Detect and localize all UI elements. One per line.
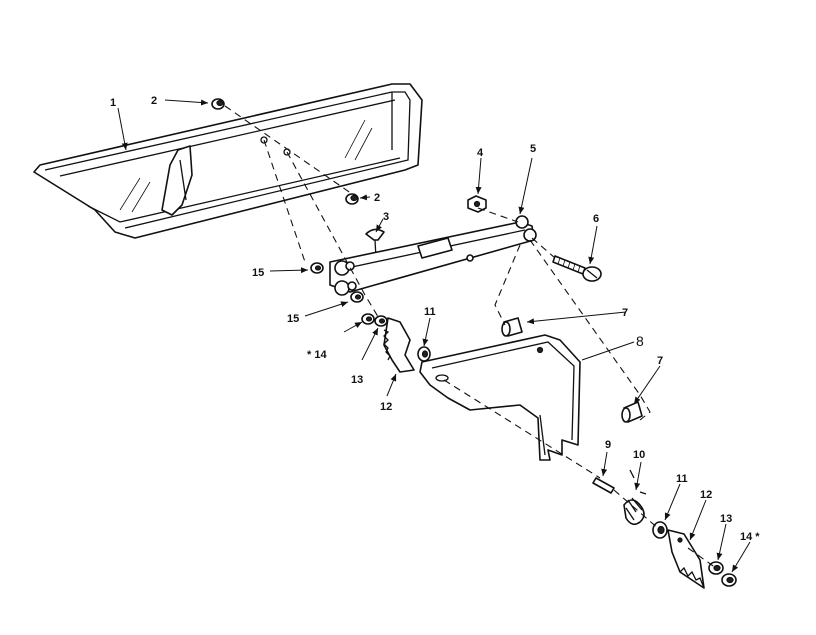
nut-lower (345, 193, 359, 205)
bolt (552, 255, 602, 282)
callout-11-left: 11 (424, 306, 436, 318)
spacer-11-left (417, 346, 431, 362)
callout-15-lower: 15 (287, 313, 299, 325)
callout-6: 6 (593, 213, 599, 225)
pawl-left (383, 317, 415, 373)
locknut (467, 195, 487, 213)
washer-15-upper (310, 262, 324, 274)
callout-1: 1 (110, 97, 116, 109)
callout-12-right: 12 (700, 489, 712, 501)
callout-9: 9 (605, 439, 611, 451)
spacer-lower (621, 401, 643, 423)
callout-14-left: * 14 (307, 349, 327, 361)
callout-12-left: 12 (380, 401, 392, 413)
washer-13-right (708, 561, 724, 575)
callout-14-right: 14 * (740, 531, 760, 543)
callout-5: 5 (530, 143, 536, 155)
pawl-right (667, 529, 705, 589)
callout-13-right: 13 (720, 513, 732, 525)
support-arm (329, 215, 537, 296)
callout-13-left: 13 (351, 374, 363, 386)
callout-11-right: 11 (676, 473, 688, 485)
callout-7-lower: 7 (657, 355, 663, 367)
mounting-bracket (419, 334, 581, 461)
callouts: 1 2 2 3 4 5 6 7 7 8 9 10 11 11 12 12 13 … (110, 95, 760, 543)
blade-guard (33, 83, 423, 239)
washer-15-lower (350, 291, 364, 303)
washer-13-left (374, 315, 388, 327)
leader-lines (117, 99, 751, 573)
callout-3: 3 (383, 211, 389, 223)
spring (623, 469, 647, 526)
washer-14-right (721, 573, 737, 587)
pin (592, 477, 615, 494)
callout-2-upper: 2 (151, 95, 157, 107)
callout-2-lower: 2 (374, 192, 380, 204)
nut-upper (211, 98, 225, 110)
callout-7-upper: 7 (622, 307, 628, 319)
callout-8: 8 (636, 333, 644, 349)
callout-10: 10 (633, 449, 645, 461)
washer-14-left (361, 313, 375, 325)
assembly-lines (224, 105, 717, 569)
callout-15-upper: 15 (252, 267, 264, 279)
callout-4: 4 (477, 147, 484, 159)
spacer-upper (501, 317, 523, 337)
